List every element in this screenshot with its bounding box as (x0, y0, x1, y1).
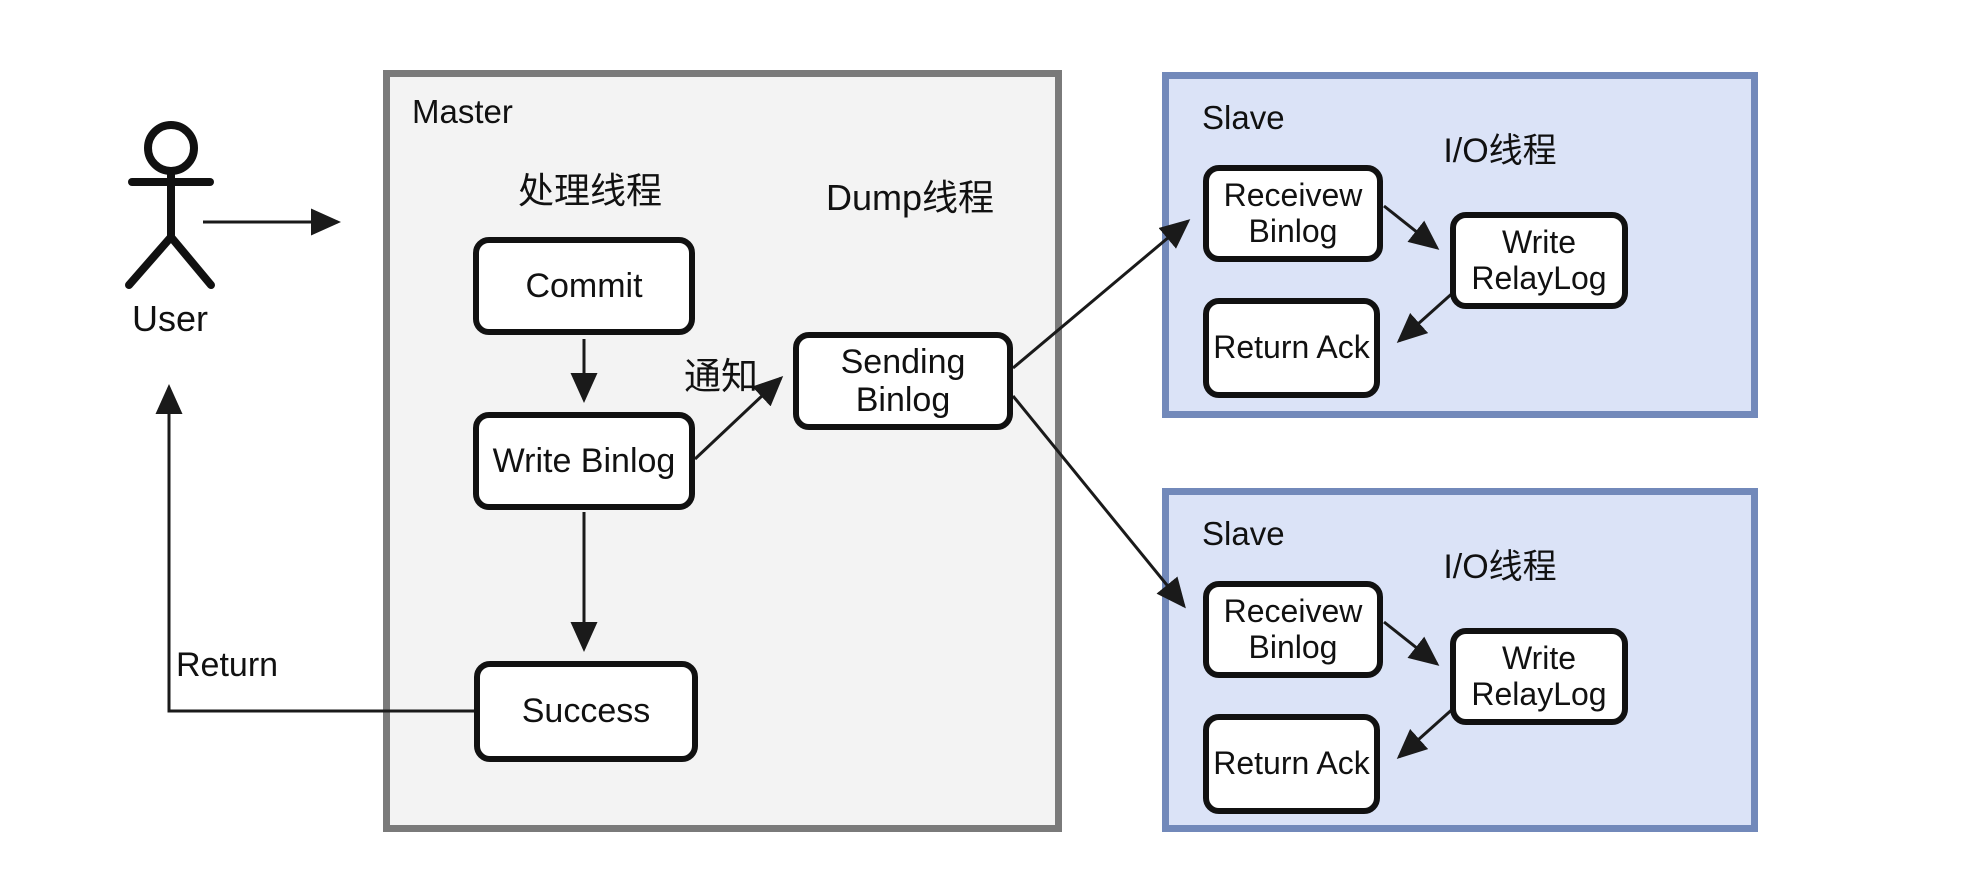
slave-title: Slave (1202, 515, 1285, 552)
node-sending-binlog: Sending Binlog (793, 332, 1013, 430)
node-success: Success (474, 661, 698, 762)
node-write-binlog: Write Binlog (473, 412, 695, 510)
dump-thread-label: Dump线程 (825, 177, 995, 218)
io-thread-label: I/O线程 (1443, 548, 1557, 586)
node-receive-binlog: Receivew Binlog (1203, 581, 1383, 678)
user-label: User (131, 298, 208, 339)
node-receive-binlog: Receivew Binlog (1203, 165, 1383, 262)
arrow-write-binlog-to-sending-binlog (693, 375, 784, 461)
node-return-ack: Return Ack (1203, 714, 1380, 814)
node-commit: Commit (473, 237, 695, 335)
node-write-relaylog: Write RelayLog (1450, 628, 1628, 725)
node-return-ack: Return Ack (1203, 298, 1380, 398)
node-write-relaylog: Write RelayLog (1450, 212, 1628, 309)
notify-label: 通知 (684, 356, 758, 397)
master-content: Master 处理线程 Dump线程 Commit Write Binlog S… (383, 70, 1062, 832)
slave-2-content: Slave I/O线程 Receivew Binlog Write RelayL… (1162, 488, 1758, 832)
process-thread-label: 处理线程 (517, 170, 662, 211)
return-label: Return (176, 646, 279, 684)
arrow-relaylog-to-ack-2 (1396, 704, 1458, 760)
arrow-return-to-user (155, 384, 474, 713)
arrow-receive-to-relaylog-1 (1383, 204, 1440, 250)
io-thread-label: I/O线程 (1443, 132, 1557, 170)
slave-1-content: Slave I/O线程 Receivew Binlog Write RelayL… (1162, 72, 1758, 418)
master-title: Master (412, 93, 513, 130)
slave-title: Slave (1202, 99, 1285, 136)
arrow-relaylog-to-ack-1 (1396, 288, 1458, 344)
arrow-receive-to-relaylog-2 (1383, 620, 1440, 666)
arrow-sending-to-slave-2 (1011, 395, 1186, 609)
arrow-sending-to-slave-1 (1012, 219, 1191, 370)
user-stick-figure-icon (125, 121, 215, 289)
